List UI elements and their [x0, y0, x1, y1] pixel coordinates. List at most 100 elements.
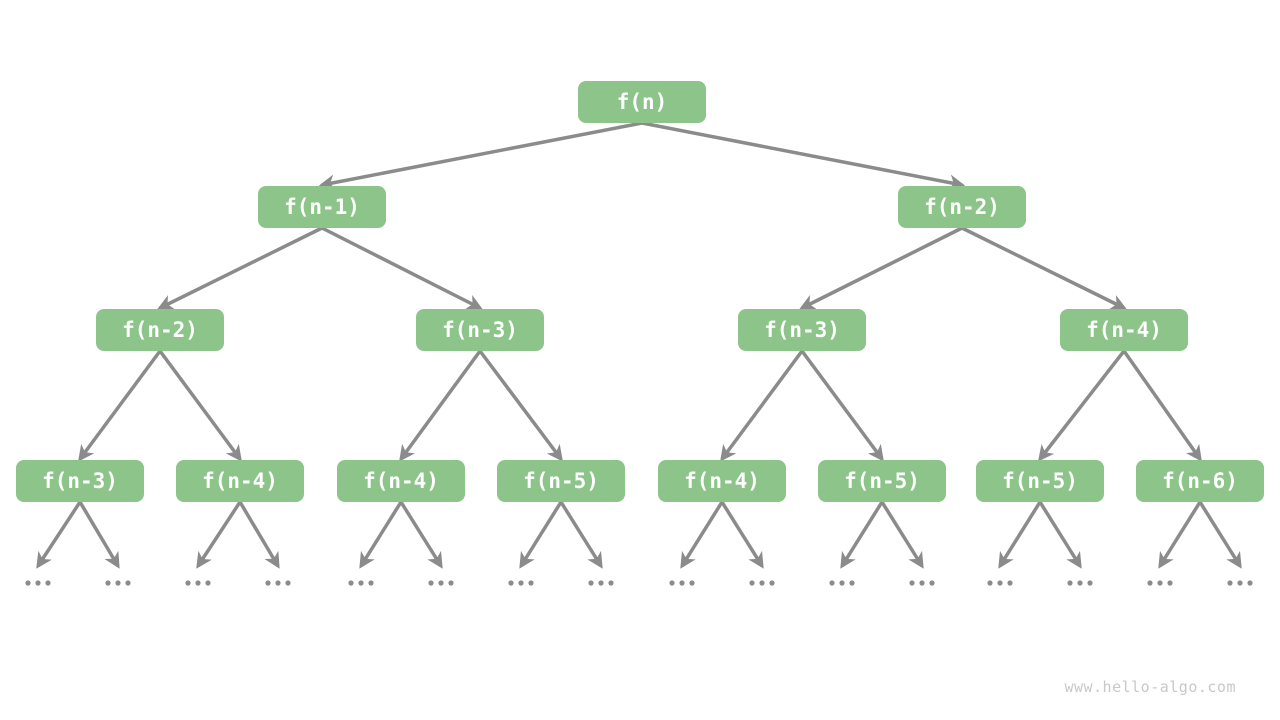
ellipsis-dots	[1227, 580, 1253, 586]
ellipsis-dot	[849, 580, 855, 586]
tree-node: f(n-4)	[337, 460, 465, 502]
ellipsis-dot	[588, 580, 594, 586]
tree-edge-arrow	[321, 226, 483, 310]
ellipsis-dot	[829, 580, 835, 586]
tree-edge-arrow	[478, 349, 563, 462]
ellipsis-dot	[35, 580, 41, 586]
tree-node: f(n-5)	[497, 460, 625, 502]
ellipsis-dots	[1147, 580, 1173, 586]
ellipsis-dot	[1237, 580, 1243, 586]
ellipsis-dot	[358, 580, 364, 586]
ellipsis-dots	[265, 580, 291, 586]
tree-node: f(n-2)	[96, 309, 224, 351]
ellipsis-dots	[987, 580, 1013, 586]
tree-edge-arrow	[1038, 501, 1082, 569]
tree-edge-arrow	[840, 501, 884, 569]
tree-node: f(n-1)	[258, 186, 386, 228]
ellipsis-dot	[25, 580, 31, 586]
tree-node: f(n-3)	[738, 309, 866, 351]
ellipsis-dots	[348, 580, 374, 586]
ellipsis-dot	[275, 580, 281, 586]
ellipsis-dot	[1087, 580, 1093, 586]
tree-edge-arrow	[559, 501, 603, 569]
tree-edge-arrow	[196, 501, 242, 569]
ellipsis-dot	[115, 580, 121, 586]
ellipsis-dot	[368, 580, 374, 586]
watermark: www.hello-algo.com	[1064, 678, 1236, 696]
ellipsis-dot	[508, 580, 514, 586]
tree-edge-arrow	[1038, 349, 1126, 462]
tree-edge-arrow	[961, 226, 1127, 310]
ellipsis-dot	[528, 580, 534, 586]
ellipsis-dot	[749, 580, 755, 586]
tree-node: f(n-4)	[176, 460, 304, 502]
tree-edge-arrow	[359, 501, 403, 569]
tree-edge-arrow	[158, 349, 242, 462]
tree-edge-arrow	[1122, 349, 1202, 462]
tree-edge-arrow	[1198, 501, 1242, 569]
ellipsis-dot	[448, 580, 454, 586]
tree-edge-arrow	[800, 349, 884, 462]
ellipsis-dot	[598, 580, 604, 586]
ellipsis-dot	[1227, 580, 1233, 586]
tree-edge-arrow	[998, 501, 1042, 569]
tree-edge-arrow	[720, 349, 804, 462]
tree-edge-arrow	[78, 349, 162, 462]
tree-node: f(n-5)	[818, 460, 946, 502]
ellipsis-dot	[428, 580, 434, 586]
ellipsis-dot	[759, 580, 765, 586]
ellipsis-dot	[265, 580, 271, 586]
ellipsis-dot	[909, 580, 915, 586]
tree-edge-arrow	[519, 501, 563, 569]
ellipsis-dot	[1077, 580, 1083, 586]
ellipsis-dot	[769, 580, 775, 586]
tree-edge-arrow	[318, 121, 643, 191]
ellipsis-dot	[195, 580, 201, 586]
ellipsis-dot	[348, 580, 354, 586]
ellipsis-dot	[997, 580, 1003, 586]
tree-edge-arrow	[399, 349, 482, 462]
ellipsis-dot	[919, 580, 925, 586]
tree-edge-arrow	[880, 501, 924, 569]
tree-edge-arrow	[238, 501, 280, 569]
ellipsis-dot	[45, 580, 51, 586]
ellipsis-dot	[1007, 580, 1013, 586]
ellipsis-dot	[1167, 580, 1173, 586]
tree-edge-arrow	[78, 501, 120, 569]
ellipsis-dots	[105, 580, 131, 586]
ellipsis-dots	[749, 580, 775, 586]
tree-edge-arrow	[1158, 501, 1202, 569]
tree-node: f(n-2)	[898, 186, 1026, 228]
tree-node: f(n-6)	[1136, 460, 1264, 502]
ellipsis-dot	[1247, 580, 1253, 586]
ellipsis-dots	[1067, 580, 1093, 586]
ellipsis-dots	[829, 580, 855, 586]
ellipsis-dot	[438, 580, 444, 586]
ellipsis-dots	[588, 580, 614, 586]
ellipsis-dot	[679, 580, 685, 586]
ellipsis-dot	[608, 580, 614, 586]
ellipsis-dot	[669, 580, 675, 586]
ellipsis-dots	[669, 580, 695, 586]
tree-node: f(n)	[578, 81, 706, 123]
tree-node: f(n-4)	[658, 460, 786, 502]
ellipsis-dot	[185, 580, 191, 586]
ellipsis-dot	[1067, 580, 1073, 586]
tree-edge-arrow	[157, 226, 323, 310]
tree-edge-arrow	[641, 121, 966, 191]
ellipsis-dots	[185, 580, 211, 586]
ellipsis-dots	[25, 580, 51, 586]
tree-edge-arrow	[799, 226, 963, 310]
ellipsis-dot	[839, 580, 845, 586]
tree-node: f(n-3)	[16, 460, 144, 502]
ellipsis-dots	[508, 580, 534, 586]
tree-edge-arrow	[720, 501, 764, 569]
ellipsis-dot	[987, 580, 993, 586]
ellipsis-dot	[1157, 580, 1163, 586]
tree-node: f(n-5)	[976, 460, 1104, 502]
tree-edge-arrow	[680, 501, 724, 569]
tree-node: f(n-3)	[416, 309, 544, 351]
ellipsis-dot	[518, 580, 524, 586]
